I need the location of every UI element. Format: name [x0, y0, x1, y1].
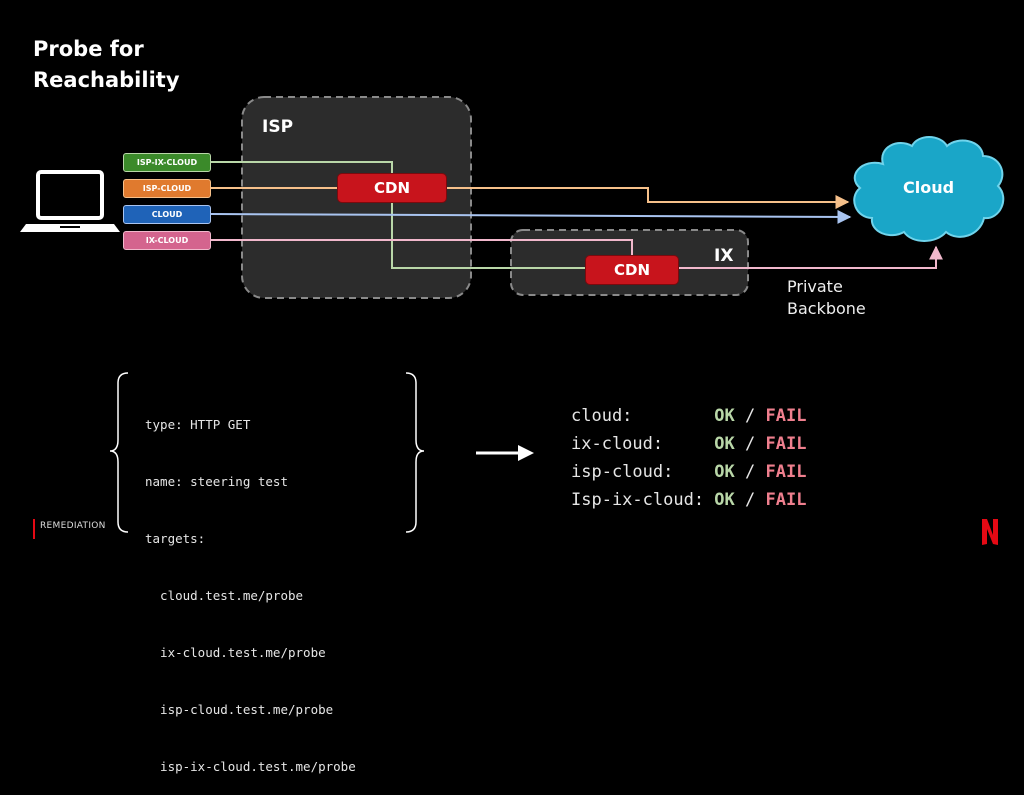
result-ok: OK [714, 490, 735, 510]
target-tag-isp-ix-cloud: ISP-IX-CLOUD [123, 153, 211, 172]
ix-label: IX [714, 246, 734, 266]
result-sep: / [734, 462, 766, 482]
backbone-line-2: Backbone [787, 299, 866, 318]
result-row: ix-cloud: OK / FAIL [571, 430, 806, 458]
config-line: name: steering test [145, 474, 288, 489]
result-sep: / [734, 406, 766, 426]
result-fail: FAIL [765, 490, 807, 510]
result-name: ix-cloud: [571, 434, 715, 454]
cdn-ix-node: CDN [585, 255, 679, 285]
line-isp-cloud-2 [446, 187, 850, 209]
line-private-backbone [678, 245, 943, 269]
result-fail: FAIL [765, 434, 807, 454]
config-line: isp-ix-cloud.test.me/probe [145, 759, 356, 774]
result-ok: OK [714, 462, 735, 482]
private-backbone-label: Private Backbone [787, 276, 866, 320]
title-line-1: Probe for [33, 37, 144, 61]
probe-config: type: HTTP GET name: steering test targe… [145, 377, 356, 795]
arrow-icon [476, 445, 534, 461]
target-tag-cloud: CLOUD [123, 205, 211, 224]
result-row: cloud: OK / FAIL [571, 402, 806, 430]
section-footer: REMEDIATION [33, 519, 106, 539]
netflix-logo-icon [980, 519, 1000, 545]
result-row: isp-cloud: OK / FAIL [571, 458, 806, 486]
config-line: ix-cloud.test.me/probe [145, 645, 326, 660]
slide-title: Probe for Reachability [33, 34, 180, 96]
title-line-2: Reachability [33, 68, 180, 92]
cloud-label: Cloud [903, 178, 955, 197]
backbone-line-1: Private [787, 277, 843, 296]
result-fail: FAIL [765, 462, 807, 482]
result-ok: OK [714, 434, 735, 454]
laptop-icon [20, 170, 120, 232]
target-tag-isp-cloud: ISP-CLOUD [123, 179, 211, 198]
line-cloud [210, 209, 852, 224]
left-brace [109, 372, 129, 533]
config-line: targets: [145, 531, 206, 546]
result-row: Isp-ix-cloud: OK / FAIL [571, 486, 806, 514]
result-fail: FAIL [765, 406, 807, 426]
cloud-icon [853, 136, 1005, 242]
config-line: type: HTTP GET [145, 417, 251, 432]
probe-results: cloud: OK / FAIL ix-cloud: OK / FAIL isp… [571, 402, 806, 514]
result-ok: OK [714, 406, 735, 426]
config-line: isp-cloud.test.me/probe [145, 702, 334, 717]
result-name: cloud: [571, 406, 715, 426]
result-name: isp-cloud: [571, 462, 715, 482]
line-ix-cloud [211, 239, 633, 256]
target-tag-ix-cloud: IX-CLOUD [123, 231, 211, 250]
config-line: cloud.test.me/probe [145, 588, 304, 603]
result-sep: / [734, 490, 766, 510]
right-brace [405, 372, 425, 533]
result-sep: / [734, 434, 766, 454]
isp-label: ISP [262, 117, 294, 137]
cdn-isp-node: CDN [337, 173, 447, 203]
result-name: Isp-ix-cloud: [571, 490, 715, 510]
